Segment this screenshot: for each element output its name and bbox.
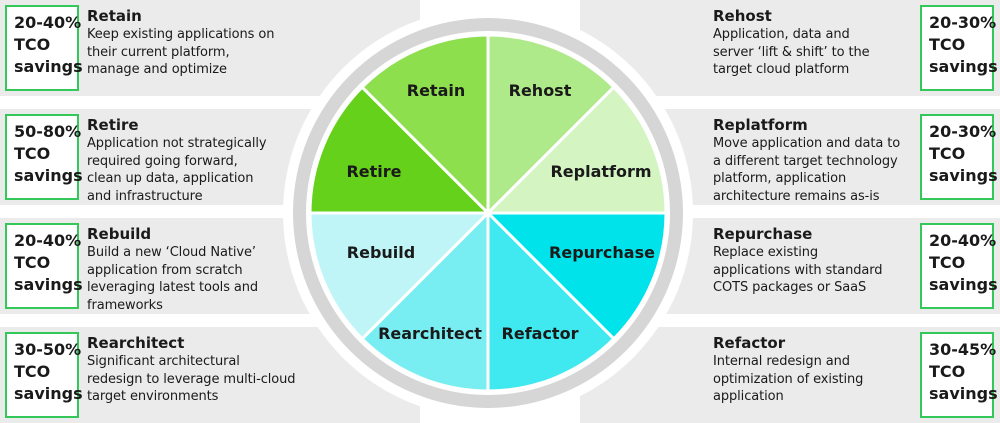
strategy-rehost: Rehost Application, data and server ‘lif… — [713, 7, 928, 79]
strategy-description: Significant architectural redesign to le… — [87, 354, 296, 404]
wheel-segment-refactor — [486, 209, 616, 393]
savings-tco: TCO — [929, 35, 966, 54]
savings-range: 20-30% — [929, 122, 997, 141]
savings-badge-replatform: 20-30% TCO savings — [920, 114, 998, 200]
strategy-title: Rehost — [713, 7, 772, 25]
savings-word: savings — [14, 166, 83, 185]
strategy-title: Rearchitect — [87, 334, 185, 352]
strategy-refactor: Refactor Internal redesign and optimizat… — [713, 334, 928, 406]
strategy-title: Retain — [87, 7, 142, 25]
strategy-title: Refactor — [713, 334, 786, 352]
wheel-segment-retain — [360, 33, 490, 217]
savings-tco: TCO — [929, 253, 966, 272]
savings-range: 20-40% — [14, 13, 82, 32]
strategy-title: Retire — [87, 116, 139, 134]
wheel-segment-repurchase — [484, 211, 668, 341]
wheel-segment-rebuild — [308, 211, 492, 341]
strategy-description: Replace existing applications with stand… — [713, 245, 883, 295]
wheel-label-refactor: Refactor — [502, 324, 579, 343]
savings-word: savings — [929, 275, 998, 294]
savings-range: 30-45% — [929, 340, 997, 359]
strategy-rebuild: Rebuild Build a new ‘Cloud Native’ appli… — [87, 225, 302, 314]
strategy-description: Application, data and server ‘lift & shi… — [713, 27, 870, 77]
wheel-segment-retire — [308, 85, 492, 215]
strategy-rearchitect: Rearchitect Significant architectural re… — [87, 334, 302, 406]
savings-word: savings — [14, 384, 83, 403]
strategy-retire: Retire Application not strategically req… — [87, 116, 302, 205]
savings-badge-refactor: 30-45% TCO savings — [920, 332, 998, 418]
wheel-label-replatform: Replatform — [550, 162, 651, 181]
savings-word: savings — [929, 57, 998, 76]
savings-badge-rebuild: 20-40% TCO savings — [5, 223, 83, 309]
savings-word: savings — [929, 384, 998, 403]
savings-range: 20-30% — [929, 13, 997, 32]
savings-badge-retire: 50-80% TCO savings — [5, 114, 83, 200]
wheel-label-retire: Retire — [346, 162, 401, 181]
savings-tco: TCO — [929, 144, 966, 163]
strategy-description: Internal redesign and optimization of ex… — [713, 354, 864, 404]
strategy-retain: Retain Keep existing applications on the… — [87, 7, 302, 79]
wheel-segment-rearchitect — [360, 209, 490, 393]
wheel-label-repurchase: Repurchase — [549, 243, 655, 262]
strategy-title: Rebuild — [87, 225, 152, 243]
savings-tco: TCO — [14, 144, 51, 163]
strategy-description: Application not strategically required g… — [87, 136, 267, 204]
strategy-title: Repurchase — [713, 225, 813, 243]
savings-word: savings — [14, 275, 83, 294]
savings-badge-rearchitect: 30-50% TCO savings — [5, 332, 83, 418]
savings-range: 50-80% — [14, 122, 82, 141]
strategy-repurchase: Repurchase Replace existing applications… — [713, 225, 928, 297]
wheel-label-retain: Retain — [407, 81, 466, 100]
savings-tco: TCO — [929, 362, 966, 381]
savings-word: savings — [929, 166, 998, 185]
savings-range: 20-40% — [929, 231, 997, 250]
savings-tco: TCO — [14, 253, 51, 272]
savings-badge-rehost: 20-30% TCO savings — [920, 5, 998, 91]
wheel-label-rearchitect: Rearchitect — [378, 324, 482, 343]
savings-range: 30-50% — [14, 340, 82, 359]
strategy-title: Replatform — [713, 116, 808, 134]
savings-badge-retain: 20-40% TCO savings — [5, 5, 83, 91]
savings-badge-repurchase: 20-40% TCO savings — [920, 223, 998, 309]
strategy-description: Keep existing applications on their curr… — [87, 27, 275, 77]
wheel-label-rebuild: Rebuild — [347, 243, 415, 262]
savings-tco: TCO — [14, 362, 51, 381]
strategy-replatform: Replatform Move application and data to … — [713, 116, 928, 205]
strategy-description: Build a new ‘Cloud Native’ application f… — [87, 245, 259, 313]
wheel-segment-rehost — [486, 33, 616, 217]
wheel-segment-replatform — [484, 85, 668, 215]
strategy-description: Move application and data to a different… — [713, 136, 901, 204]
savings-tco: TCO — [14, 35, 51, 54]
savings-word: savings — [14, 57, 83, 76]
wheel-label-rehost: Rehost — [509, 81, 572, 100]
savings-range: 20-40% — [14, 231, 82, 250]
